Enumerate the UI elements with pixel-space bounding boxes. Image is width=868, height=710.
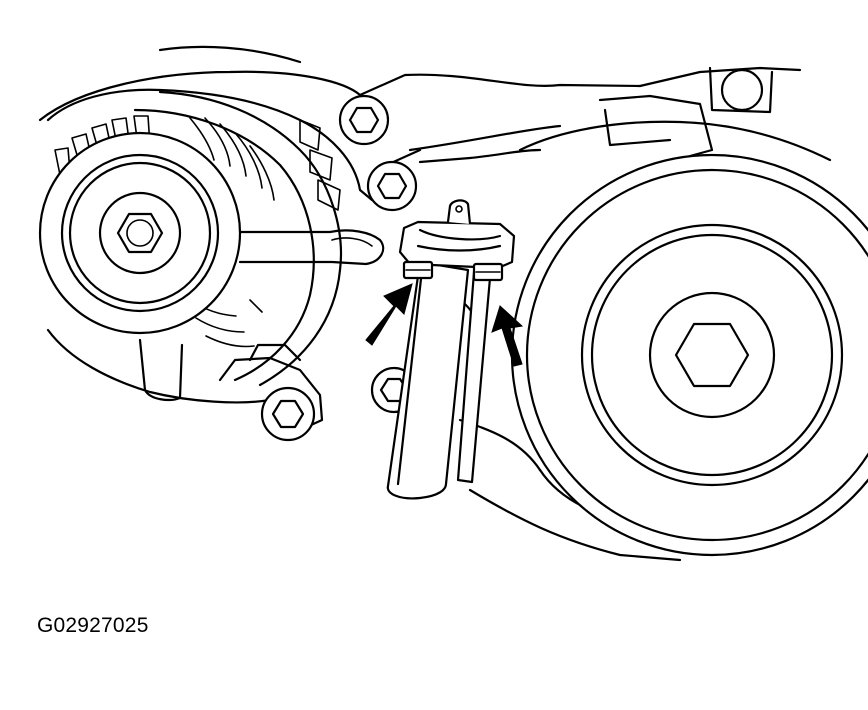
- hex-bolt-mid: [366, 160, 418, 212]
- pointer-arrow-right: [491, 305, 524, 367]
- crank-hex-socket: [674, 322, 750, 388]
- hex-bolt-top: [338, 94, 390, 146]
- alternator-pulley: [38, 131, 242, 335]
- alternator-assembly: [46, 88, 385, 432]
- belt-tensioner-tool: [386, 199, 516, 500]
- alternator-nut: [116, 212, 164, 254]
- hex-bolt-topright: [720, 68, 764, 112]
- crankshaft-pulley: [510, 153, 868, 557]
- pointer-arrow-left: [365, 283, 413, 346]
- alternator-fins: [54, 115, 341, 348]
- hex-bolt-bottom: [260, 386, 316, 442]
- figure-caption: G02927025: [37, 614, 149, 637]
